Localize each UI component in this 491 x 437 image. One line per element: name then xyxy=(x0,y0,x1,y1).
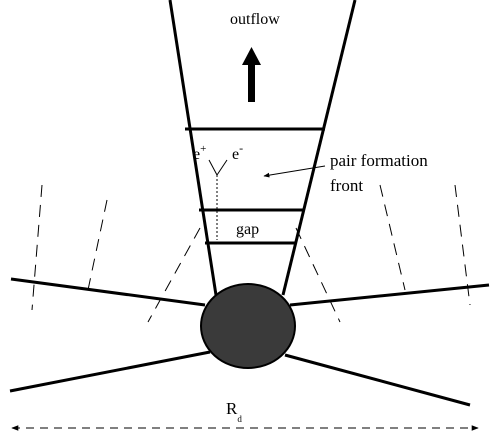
disk-line-lower-left xyxy=(9,350,211,393)
dashed-line-right-1 xyxy=(295,227,341,323)
gap-label: gap xyxy=(236,221,259,238)
dashed-line-left-3 xyxy=(147,227,201,323)
outflow-funnel xyxy=(168,0,357,296)
dashed-line-left-1 xyxy=(31,184,43,311)
pair-creation-vertex xyxy=(208,159,228,240)
electron-track xyxy=(216,159,228,176)
outflow-arrow-head xyxy=(242,47,261,65)
pair-front-pointer-arrow xyxy=(263,165,326,178)
disk-line-upper-left xyxy=(10,277,206,307)
funnel-left-side xyxy=(168,0,218,296)
dashed-field-lines xyxy=(31,184,471,323)
outflow-arrow xyxy=(242,47,261,102)
dashed-line-right-2 xyxy=(379,184,406,291)
neutron-star xyxy=(200,283,296,369)
dashed-line-left-2 xyxy=(87,199,108,291)
positron-label: e+ xyxy=(193,143,206,163)
disk-line-lower-right xyxy=(284,353,471,407)
accretion-disk-lines xyxy=(9,277,490,407)
outflow-arrow-shaft xyxy=(248,62,255,102)
funnel-right-side xyxy=(281,0,357,296)
electron-label: e- xyxy=(232,141,243,163)
disk-line-upper-right xyxy=(289,283,490,307)
radius-label: Rd xyxy=(226,399,242,424)
pair-front-label-line1: pair formation xyxy=(330,151,428,170)
pair-front-label-line2: front xyxy=(330,176,363,195)
positron-track xyxy=(208,159,218,176)
dashed-line-right-3 xyxy=(454,184,471,306)
outflow-label: outflow xyxy=(230,11,280,28)
